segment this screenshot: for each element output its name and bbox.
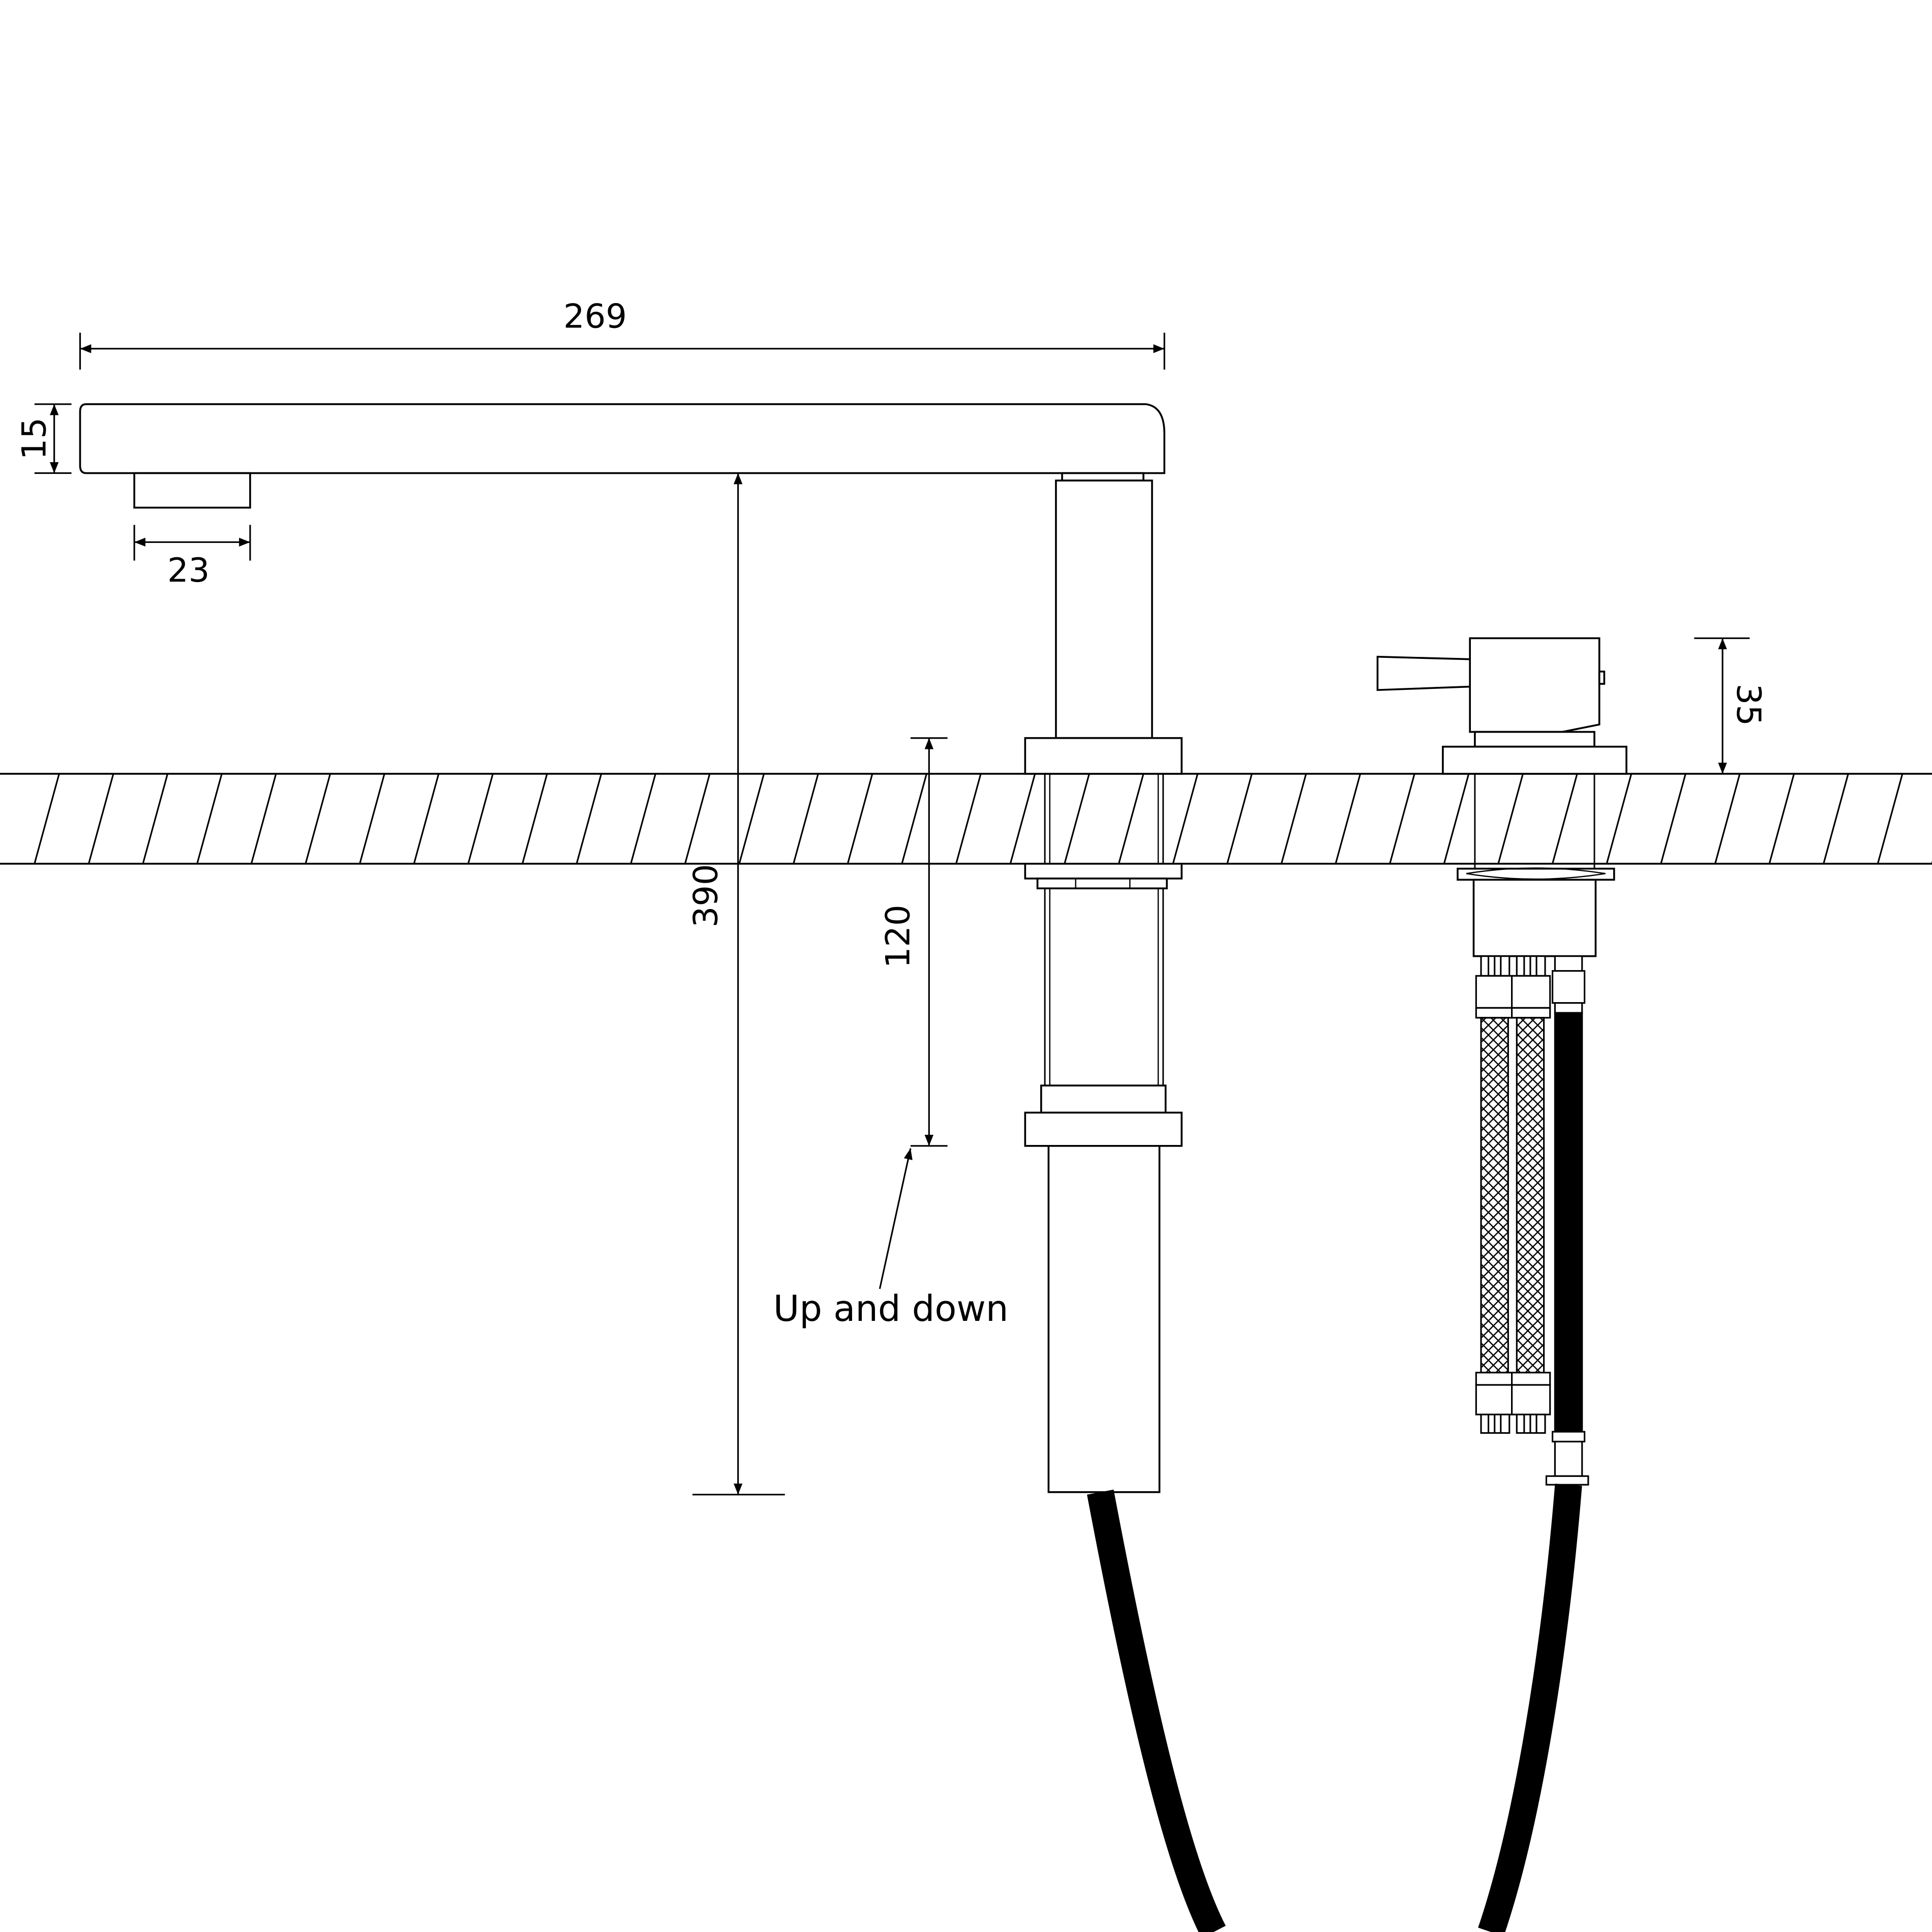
hatch-line [576,773,602,864]
hatch-line [413,773,440,864]
dimension-lift-travel [910,737,948,1147]
hatch-line [1064,773,1090,864]
dimension-label-spout-thickness: 15 [15,417,54,460]
outlet-hose [1545,955,1589,1486]
braided-hose-left [1475,955,1516,1434]
hatch-line [738,773,765,864]
hatch-line [1877,773,1904,864]
hatch-line [1497,773,1524,864]
hatch-line [1823,773,1849,864]
dimension-label-spout-height: 390 [686,864,725,927]
hatch-line [359,773,385,864]
hatch-line [250,773,277,864]
hatch-line [1443,773,1470,864]
hatch-line [87,773,114,864]
hatch-line [793,773,819,864]
movement-note-leader [879,1148,913,1289]
hatch-line [1714,773,1741,864]
hatch-line [901,773,927,864]
hatch-line [1389,773,1415,864]
hatch-line [955,773,982,864]
hatch-line [142,773,169,864]
dimension-spout-height [692,473,785,1496]
hatch-line [630,773,656,864]
hatch-line [1226,773,1253,864]
hatch-line [847,773,873,864]
hatch-line [684,773,711,864]
hatch-line [305,773,331,864]
countertop [0,773,1932,865]
dimension-label-outlet-width: 23 [167,551,209,590]
dimension-outlet-width [133,525,251,561]
hatch-line [1552,773,1578,864]
hatch-line [1280,773,1307,864]
spout [79,403,1183,1493]
hatch-line [196,773,223,864]
hatch-line [1172,773,1199,864]
hatch-line [34,773,60,864]
hatch-line [522,773,548,864]
spout-hose [1086,1489,1226,1932]
hatch-line [1118,773,1144,864]
hatch-line [1335,773,1362,864]
dimension-mixer-height [1694,637,1750,774]
dimension-label-spout-length: 269 [563,297,627,336]
dimension-spout-thickness [34,403,72,474]
dimension-label-mixer-height: 35 [1729,684,1768,726]
countertop-hatch-icon [34,773,1932,864]
movement-note-label: Up and down [773,1288,1009,1330]
dimension-spout-length [79,333,1165,370]
mixer [1376,637,1627,957]
outlet-hose-lower [1478,1484,1582,1932]
hatch-line [1660,773,1686,864]
hatch-line [1009,773,1036,864]
hatch-line [1768,773,1795,864]
braided-hose-middle [1511,955,1551,1434]
hatch-line [1606,773,1633,864]
hatch-line [467,773,494,864]
dimension-label-lift-travel: 120 [879,904,918,968]
